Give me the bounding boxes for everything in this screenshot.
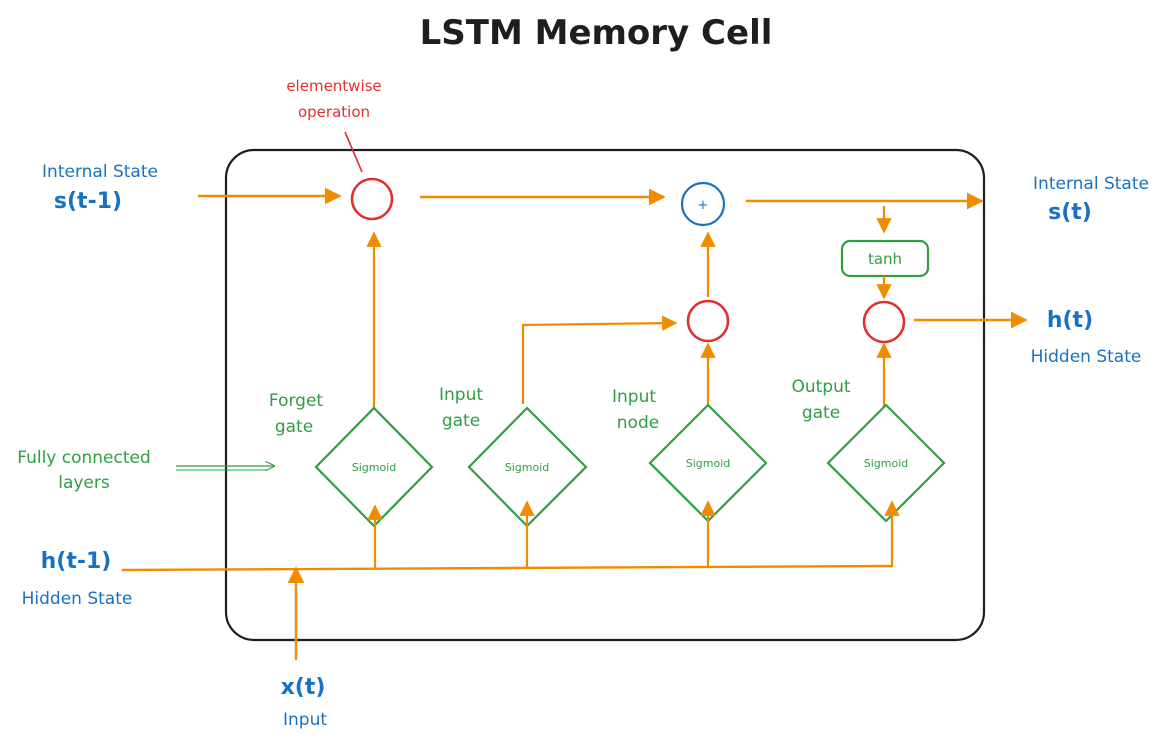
add-node <box>680 181 726 227</box>
hidden-state-out-label: Hidden State <box>1031 347 1142 367</box>
internal-state-out-label: Internal State <box>1033 174 1149 194</box>
output-multiply-node <box>862 300 906 344</box>
forget-gate-sigmoid-label: Sigmoid <box>352 461 397 474</box>
fc-label-line1: Fully connected <box>17 448 151 468</box>
input-gate-sigmoid-label: Sigmoid <box>505 461 550 474</box>
output-gate-label-line1: Output <box>791 377 850 397</box>
forget-gate-label-line1: Forget <box>269 391 324 411</box>
diagram-title: LSTM Memory Cell <box>420 13 773 53</box>
input-gate-label-line2: gate <box>442 411 480 431</box>
internal-state-in-var: s(t-1) <box>54 189 122 214</box>
cell-boundary <box>224 148 986 642</box>
input-node-label-line1: Input <box>612 387 656 407</box>
annotation-pointer <box>344 131 363 173</box>
input-var: x(t) <box>281 675 326 700</box>
input-label: Input <box>283 710 327 730</box>
hidden-state-in-label: Hidden State <box>22 589 133 609</box>
annotation-line2: operation <box>298 103 370 121</box>
output-gate-label-line2: gate <box>802 403 840 423</box>
output-gate-sigmoid-label: Sigmoid <box>864 457 909 470</box>
tanh-label: tanh <box>868 250 902 268</box>
internal-state-in-label: Internal State <box>42 162 158 182</box>
forget-gate-label-line2: gate <box>275 417 313 437</box>
input-multiply-node <box>686 299 730 343</box>
hidden-input-bus <box>121 564 893 572</box>
output-gate-node: Sigmoid <box>826 403 946 523</box>
input-node-sigmoid-label: Sigmoid <box>686 457 731 470</box>
forget-multiply-node <box>350 177 394 221</box>
input-gate-route <box>521 315 678 404</box>
annotation-line1: elementwise <box>286 77 381 95</box>
fc-label-line2: layers <box>58 473 110 493</box>
add-symbol: + <box>698 198 709 213</box>
input-gate-label-line1: Input <box>439 385 483 405</box>
hidden-state-in-var: h(t-1) <box>41 549 112 574</box>
input-node-label-line2: node <box>617 413 659 433</box>
hidden-state-out-var: h(t) <box>1047 308 1093 333</box>
internal-state-out-var: s(t) <box>1048 200 1092 225</box>
